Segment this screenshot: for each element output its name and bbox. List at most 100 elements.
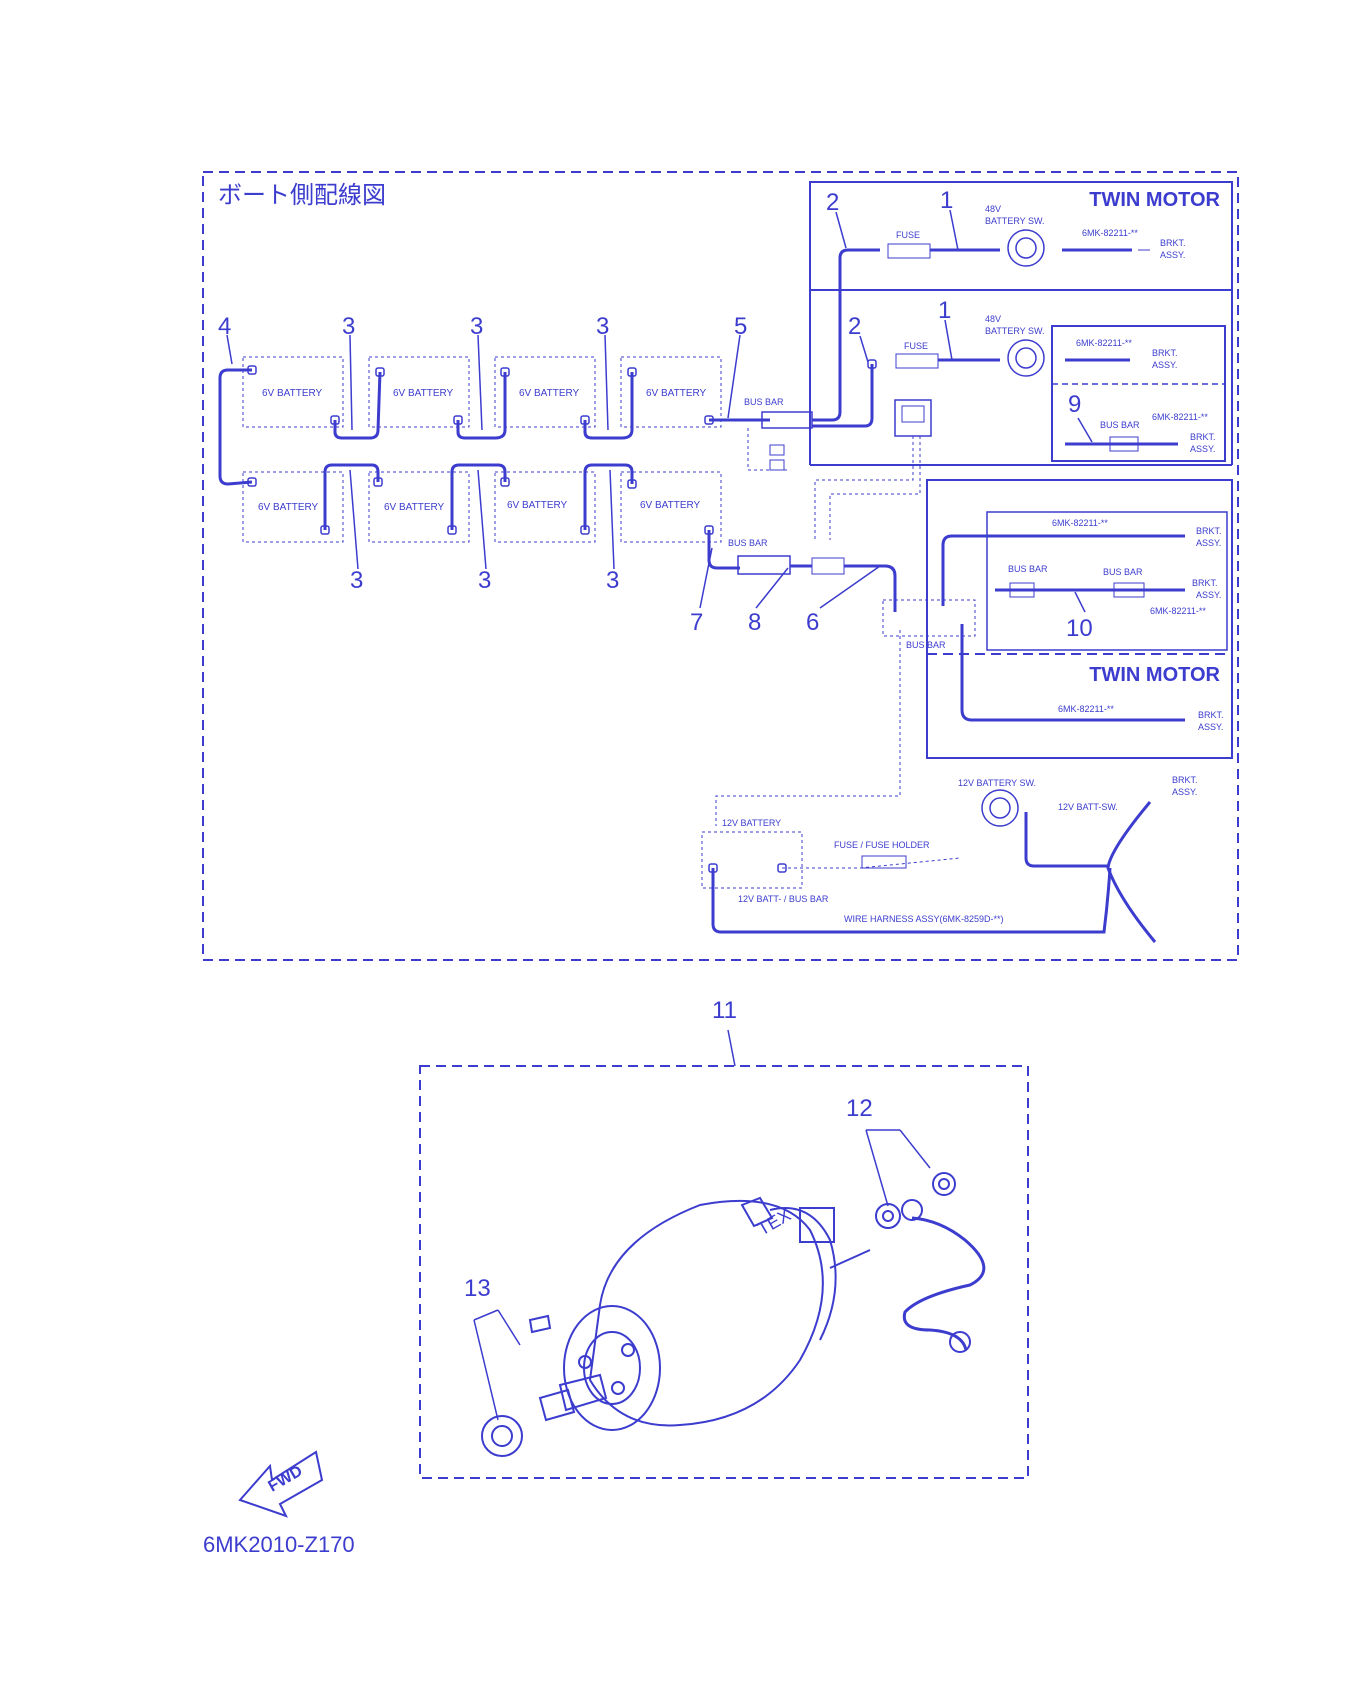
battery-5-label: 6V BATTERY	[258, 502, 319, 513]
callout-8: 8	[748, 609, 761, 636]
bus-bar-central-label: BUS BAR	[906, 640, 946, 650]
cable-3-upper-2	[456, 372, 507, 440]
lead-wire	[902, 1216, 986, 1351]
callout-9: 9	[1068, 391, 1081, 418]
battery-switch-48v-top	[1007, 229, 1045, 267]
battery-switch-48v-mid	[1007, 339, 1045, 377]
cable-4	[218, 368, 253, 486]
cable-2-top	[812, 248, 880, 422]
part-code: 6MK2010-Z170	[203, 1532, 355, 1557]
callout-3-e: 3	[478, 567, 491, 594]
nut-13	[481, 1415, 523, 1457]
callout-1-top: 1	[940, 187, 953, 214]
battery-8	[620, 471, 722, 543]
harness-code-lower: 6MK-82211-**	[1058, 704, 1114, 714]
callout-1-mid: 1	[938, 297, 951, 324]
bus-bar-10a-label: BUS BAR	[1008, 564, 1048, 574]
boat-wiring-title: ボート側配線図	[218, 182, 386, 209]
bus-bar-upper-label: BUS BAR	[744, 397, 784, 407]
brkt-10-l1: BRKT.	[1192, 578, 1218, 588]
brkt-upper-b-l2: ASSY.	[1196, 538, 1221, 548]
brkt-12v-l2: ASSY.	[1172, 787, 1197, 797]
bus-bar-9-label: BUS BAR	[1100, 420, 1140, 430]
battery-sw-12v-label: 12V BATTERY SW.	[958, 778, 1036, 788]
harness-code-upper-b: 6MK-82211-**	[1052, 518, 1108, 528]
brkt-10-l2: ASSY.	[1196, 590, 1221, 600]
callout-7: 7	[690, 609, 703, 636]
cable-6	[844, 564, 897, 612]
controller-box	[894, 399, 932, 437]
callout-3-d: 3	[350, 567, 363, 594]
fwd-arrow-icon	[238, 1450, 324, 1518]
battery-7	[494, 471, 596, 543]
battery-4-label: 6V BATTERY	[646, 388, 707, 399]
brkt-mid-l1: BRKT.	[1152, 348, 1178, 358]
twin-motor-top-box: TWIN MOTOR	[809, 181, 1233, 466]
cable-2-mid	[812, 364, 874, 428]
callout-3-f: 3	[606, 567, 619, 594]
battery-8-label: 6V BATTERY	[640, 500, 701, 511]
callout-3-a: 3	[342, 313, 355, 340]
fuse-top-label: FUSE	[896, 230, 920, 240]
boat-wiring-frame	[202, 171, 1239, 961]
battery-switch-12v	[981, 789, 1019, 827]
battery-3-label: 6V BATTERY	[519, 388, 580, 399]
brkt-lower-l2: ASSY.	[1198, 722, 1223, 732]
battery-1-label: 6V BATTERY	[262, 388, 323, 399]
brkt-9-l1: BRKT.	[1190, 432, 1216, 442]
batt-busbar-12v-label: 12V BATT- / BUS BAR	[738, 894, 829, 904]
callout-6: 6	[806, 609, 819, 636]
battery-sw-48v-top-l2: BATTERY SW.	[985, 216, 1045, 226]
wire-harness-label: WIRE HARNESS ASSY(6MK-8259D-**)	[844, 914, 1004, 924]
bus-bar-10b-label: BUS BAR	[1103, 567, 1143, 577]
callout-3-c: 3	[596, 313, 609, 340]
callout-10: 10	[1066, 615, 1093, 642]
bus-bar-lower	[737, 555, 791, 575]
brkt-12v-l1: BRKT.	[1172, 775, 1198, 785]
brkt-upper-b-l1: BRKT.	[1196, 526, 1222, 536]
callout-11: 11	[712, 997, 737, 1024]
battery-2	[368, 356, 470, 428]
battery-2-label: 6V BATTERY	[393, 388, 454, 399]
callout-2-top: 2	[826, 189, 839, 216]
brkt-9-l2: ASSY.	[1190, 444, 1215, 454]
bus-bar-central	[882, 599, 976, 637]
callout-2-mid: 2	[848, 313, 861, 340]
battery-sw-48v-mid-l2: BATTERY SW.	[985, 326, 1045, 336]
twin-motor-bottom-box: TWIN MOTOR	[926, 479, 1233, 759]
harness-code-mid: 6MK-82211-**	[1076, 338, 1132, 348]
nut-12	[932, 1172, 956, 1196]
callout-4: 4	[218, 313, 231, 340]
batt-sw-12v-label: 12V BATT-SW.	[1058, 802, 1118, 812]
battery-5	[242, 471, 344, 543]
harness-code-top: 6MK-82211-**	[1082, 228, 1138, 238]
cable-3-lower-3	[583, 463, 634, 530]
brkt-top-l1: BRKT.	[1160, 238, 1186, 248]
callout-13: 13	[464, 1275, 491, 1302]
cable-7	[707, 530, 740, 570]
twin-motor-title-bottom: TWIN MOTOR	[1089, 664, 1220, 686]
harness-code-10: 6MK-82211-**	[1150, 606, 1206, 616]
cable-3-lower-1	[323, 463, 380, 530]
battery-4	[620, 356, 722, 428]
battery-12v	[701, 831, 803, 889]
battery-1	[242, 356, 344, 428]
brkt-mid-l2: ASSY.	[1152, 360, 1177, 370]
battery-sw-48v-top-l1: 48V	[985, 204, 1001, 214]
battery-12v-label: 12V BATTERY	[722, 818, 781, 828]
solenoid-assy-frame	[419, 1065, 1029, 1479]
callout-3-b: 3	[470, 313, 483, 340]
battery-6-label: 6V BATTERY	[384, 502, 445, 513]
harness-code-9: 6MK-82211-**	[1152, 412, 1208, 422]
cable-3-lower-2	[450, 463, 507, 530]
callout-5: 5	[734, 313, 747, 340]
cable-3-upper-1	[333, 371, 382, 440]
solenoid-relay: TEX	[481, 1172, 986, 1457]
battery-bank	[242, 356, 722, 543]
battery-7-label: 6V BATTERY	[507, 500, 568, 511]
brkt-lower-l1: BRKT.	[1198, 710, 1224, 720]
fuse-mid-label: FUSE	[904, 341, 928, 351]
battery-3	[494, 356, 596, 428]
twin-motor-title-top: TWIN MOTOR	[1089, 189, 1220, 211]
